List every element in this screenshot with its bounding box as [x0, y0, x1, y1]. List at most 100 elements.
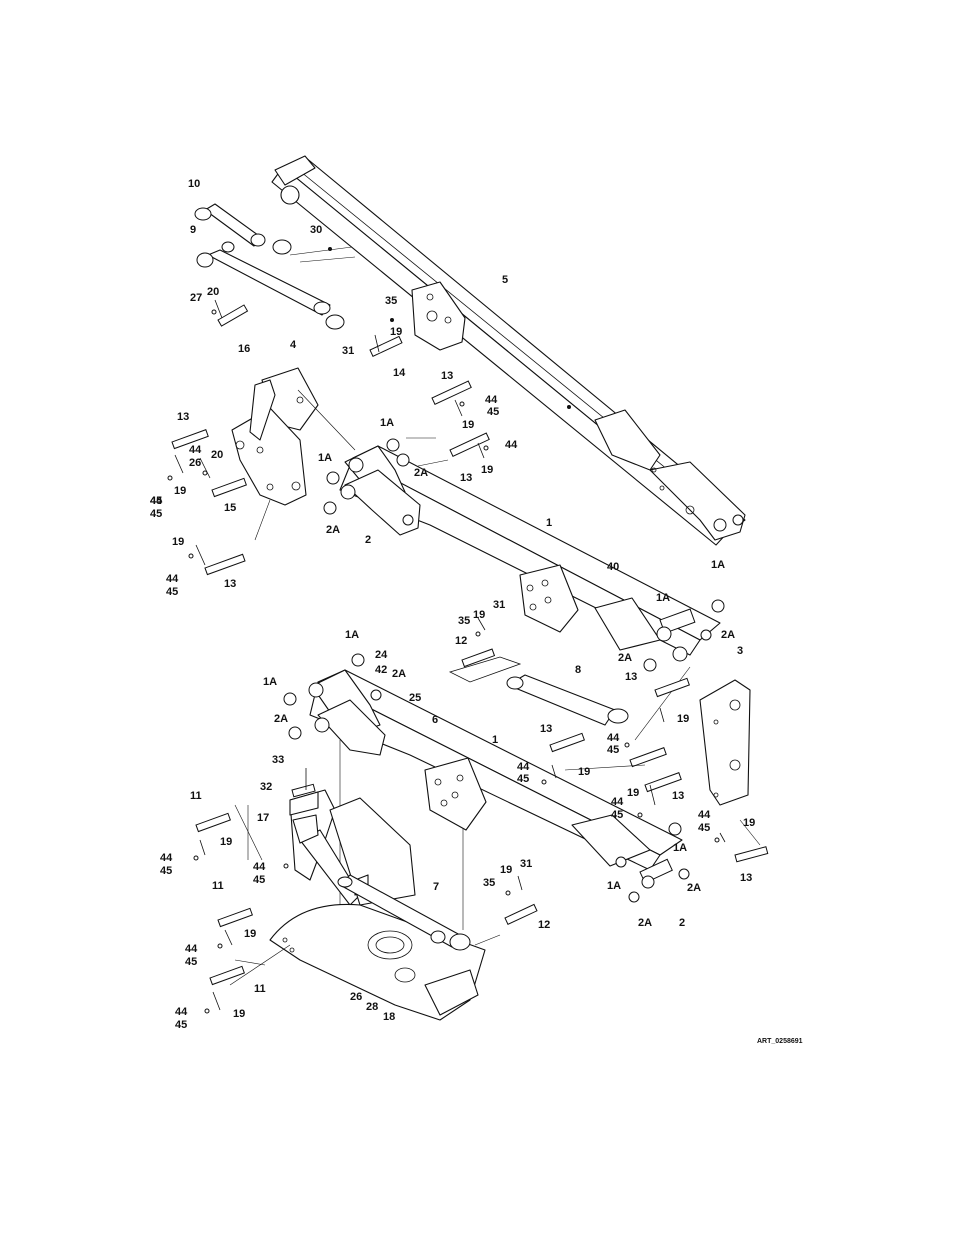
- lower-boom-1-lower: [283, 653, 690, 903]
- callout-44: 44: [253, 861, 266, 873]
- callout-44: 44: [150, 495, 163, 507]
- callout-13: 13: [224, 578, 236, 590]
- pins-left-upper: [167, 429, 247, 576]
- callout-26: 26: [350, 991, 362, 1003]
- callout-26: 26: [189, 457, 201, 469]
- callout-45: 45: [150, 495, 162, 507]
- callout-4: 4: [290, 339, 297, 351]
- callout-1: 1: [492, 734, 498, 746]
- callout-19: 19: [220, 836, 232, 848]
- bracket-4: [231, 367, 356, 541]
- callout-45: 45: [253, 874, 265, 886]
- callout-19: 19: [481, 464, 493, 476]
- lower-boom-1-upper: [323, 438, 725, 672]
- callout-19: 19: [743, 817, 755, 829]
- callout-15: 15: [224, 502, 236, 514]
- cylinder-7: [337, 874, 538, 951]
- callout-44: 44: [160, 852, 173, 864]
- link-assembly-9-10: [194, 203, 403, 358]
- callout-2A: 2A: [618, 652, 632, 664]
- callout-31: 31: [493, 599, 505, 611]
- callout-2A: 2A: [414, 467, 428, 479]
- art-id-label: ART_0258691: [757, 1038, 803, 1045]
- callout-31: 31: [342, 345, 354, 357]
- callout-18: 18: [383, 1011, 395, 1023]
- callout-1A: 1A: [380, 417, 394, 429]
- callout-13: 13: [177, 411, 189, 423]
- callout-13: 13: [740, 872, 752, 884]
- callout-5: 5: [502, 274, 508, 286]
- callout-44: 44: [166, 573, 179, 585]
- callout-2A: 2A: [687, 882, 701, 894]
- callout-45: 45: [160, 865, 172, 877]
- callout-40: 40: [607, 561, 619, 573]
- callout-17: 17: [257, 812, 269, 824]
- callout-10: 10: [188, 178, 200, 190]
- callout-1A: 1A: [345, 629, 359, 641]
- callout-2: 2: [679, 917, 685, 929]
- callout-44: 44: [185, 943, 198, 955]
- callout-20: 20: [207, 286, 219, 298]
- callout-14: 14: [393, 367, 406, 379]
- pins-center-upper: [406, 380, 490, 467]
- callout-13: 13: [672, 790, 684, 802]
- callout-19: 19: [172, 536, 184, 548]
- callout-30: 30: [310, 224, 322, 236]
- callout-1: 1: [546, 517, 552, 529]
- callout-42: 42: [375, 664, 387, 676]
- callout-6: 6: [432, 714, 438, 726]
- callout-13: 13: [540, 723, 552, 735]
- callout-8: 8: [575, 664, 581, 676]
- callout-1A: 1A: [673, 842, 687, 854]
- callout-19: 19: [677, 713, 689, 725]
- callout-16: 16: [238, 343, 250, 355]
- upper-boom-5: [271, 155, 746, 546]
- callout-19: 19: [500, 864, 512, 876]
- callout-2A: 2A: [638, 917, 652, 929]
- callout-45: 45: [166, 586, 178, 598]
- callout-35: 35: [483, 877, 495, 889]
- callout-45: 45: [175, 1019, 187, 1031]
- callout-13: 13: [460, 472, 472, 484]
- callout-1A: 1A: [711, 559, 725, 571]
- callout-13: 13: [441, 370, 453, 382]
- callout-44: 44: [505, 439, 518, 451]
- callout-19: 19: [578, 766, 590, 778]
- callout-2A: 2A: [721, 629, 735, 641]
- callout-35: 35: [385, 295, 397, 307]
- callout-44: 44: [611, 796, 624, 808]
- callout-19: 19: [244, 928, 256, 940]
- callout-45: 45: [607, 744, 619, 756]
- callout-2A: 2A: [326, 524, 340, 536]
- callout-45: 45: [487, 406, 499, 418]
- callout-13: 13: [625, 671, 637, 683]
- callout-labels: 10 9 30 5 27 20 35 19 31 16 14 4 13 44 4…: [150, 178, 755, 1031]
- callout-7: 7: [433, 881, 439, 893]
- callout-44: 44: [607, 732, 620, 744]
- callout-25: 25: [409, 692, 421, 704]
- callout-45: 45: [698, 822, 710, 834]
- plate-3: [634, 666, 751, 806]
- pins-right-lower: [541, 677, 769, 863]
- callout-2: 2: [365, 534, 371, 546]
- callout-1A: 1A: [656, 592, 670, 604]
- callout-19: 19: [473, 609, 485, 621]
- callout-2A: 2A: [274, 713, 288, 725]
- callout-19: 19: [174, 485, 186, 497]
- callout-44: 44: [517, 761, 530, 773]
- pins-left-lower: [193, 812, 291, 1014]
- callout-31: 31: [520, 858, 532, 870]
- callout-24: 24: [375, 649, 388, 661]
- callout-19: 19: [390, 326, 402, 338]
- callout-1A: 1A: [263, 676, 277, 688]
- callout-27: 27: [190, 292, 202, 304]
- callout-11: 11: [254, 983, 266, 995]
- callout-19: 19: [462, 419, 474, 431]
- callout-35: 35: [458, 615, 470, 627]
- callout-11: 11: [190, 790, 202, 802]
- callout-44: 44: [189, 444, 202, 456]
- cylinder-8: [448, 617, 629, 726]
- callout-9: 9: [190, 224, 196, 236]
- callout-20: 20: [211, 449, 223, 461]
- callout-45: 45: [611, 809, 623, 821]
